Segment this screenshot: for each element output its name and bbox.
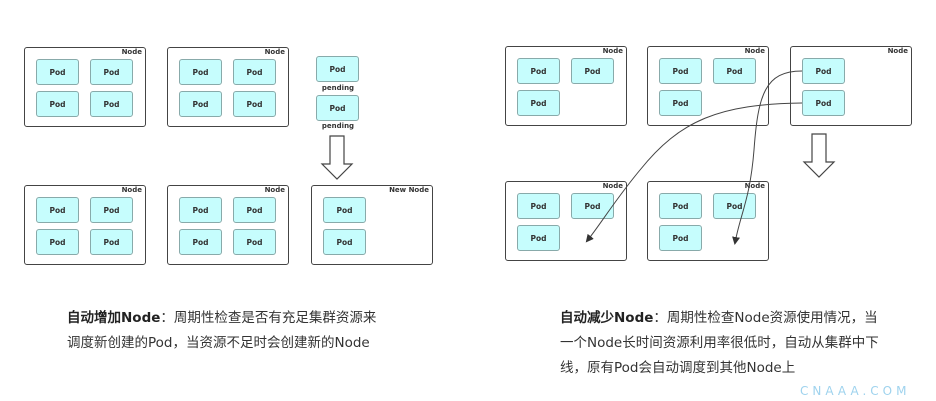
node-label: Node [121, 48, 142, 56]
pod: Pod [36, 197, 79, 223]
node-label: Node [602, 182, 623, 190]
scale-down-down-arrow-icon [802, 133, 836, 178]
pending-pod: Pod [316, 56, 359, 82]
pod: Pod [36, 229, 79, 255]
pod: Pod [36, 91, 79, 117]
node-label: Node [121, 186, 142, 194]
caption-text: 线，原有Pod会自动调度到其他Node上 [560, 360, 796, 376]
pod: Pod [233, 91, 276, 117]
pod: Pod [233, 59, 276, 85]
caption-text: ：周期性检查是否有充足集群资源来 [160, 310, 377, 326]
caption-text: 调度新创建的Pod，当资源不足时会创建新的Node [67, 335, 370, 351]
migration-arrow-2 [585, 102, 803, 243]
node-label: Node [887, 47, 908, 55]
scale-up-caption: 自动增加Node：周期性检查是否有充足集群资源来 调度新创建的Pod，当资源不足… [67, 306, 376, 356]
pod: Pod [179, 91, 222, 117]
pod: Pod [36, 59, 79, 85]
pod: Pod [659, 90, 702, 116]
pod: Pod [517, 90, 560, 116]
pod: Pod [90, 91, 133, 117]
pod: Pod [179, 229, 222, 255]
pod: Pod [323, 229, 366, 255]
pod: Pod [659, 225, 702, 251]
pod: Pod [659, 193, 702, 219]
pending-pod: Pod [316, 95, 359, 121]
pending-label: pending [321, 84, 355, 92]
pod: Pod [233, 229, 276, 255]
pod: Pod [179, 197, 222, 223]
pending-label: pending [321, 122, 355, 130]
watermark-logo: CNAAA.COM [800, 384, 911, 398]
scale-up-title: 自动增加Node [67, 310, 161, 326]
pod: Pod [802, 58, 845, 84]
pod: Pod [323, 197, 366, 223]
node-label: Node [744, 47, 765, 55]
pod: Pod [90, 59, 133, 85]
pod: Pod [659, 58, 702, 84]
pod: Pod [517, 193, 560, 219]
node-label: Node [264, 186, 285, 194]
pod: Pod [802, 90, 845, 116]
pod: Pod [90, 229, 133, 255]
node-label: Node [602, 47, 623, 55]
pod: Pod [517, 225, 560, 251]
pod: Pod [571, 58, 614, 84]
node-label: Node [744, 182, 765, 190]
node-label: New Node [389, 186, 429, 194]
pod: Pod [713, 58, 756, 84]
scale-down-caption: 自动减少Node：周期性检查Node资源使用情况，当 一个Node长时间资源利用… [560, 306, 879, 381]
caption-text: ：周期性检查Node资源使用情况，当 [653, 310, 878, 326]
pod: Pod [713, 193, 756, 219]
scale-up-down-arrow-icon [320, 135, 354, 180]
caption-text: 一个Node长时间资源利用率很低时，自动从集群中下 [560, 335, 879, 351]
pod: Pod [90, 197, 133, 223]
pod: Pod [233, 197, 276, 223]
pod: Pod [517, 58, 560, 84]
scale-down-title: 自动减少Node [560, 310, 654, 326]
migration-arrow-1 [732, 70, 803, 245]
pod: Pod [179, 59, 222, 85]
node-label: Node [264, 48, 285, 56]
